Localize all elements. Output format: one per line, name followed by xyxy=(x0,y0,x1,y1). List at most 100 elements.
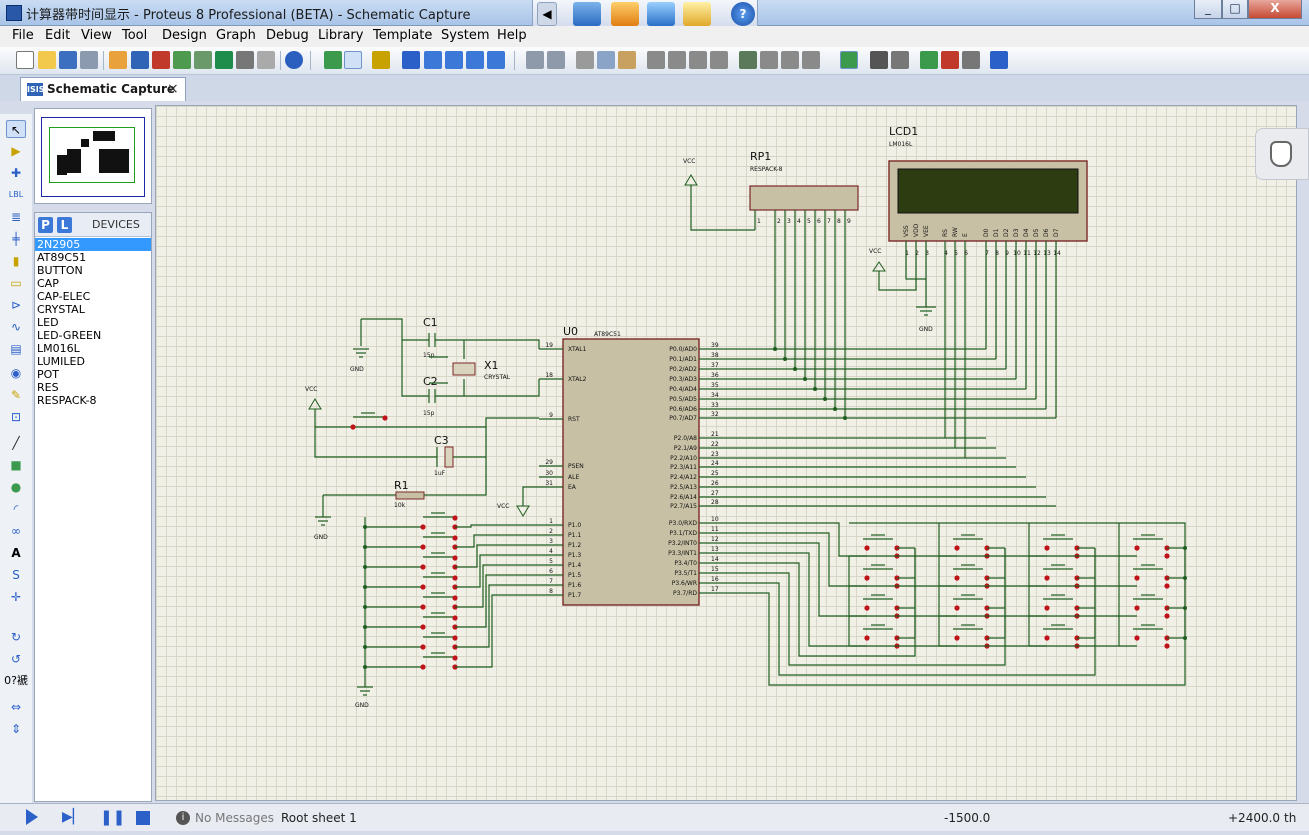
library-manager-button[interactable]: L xyxy=(57,217,72,233)
arc-icon[interactable]: ◜ xyxy=(13,502,19,516)
pause-button[interactable]: ❚❚ xyxy=(100,808,126,826)
ares-icon[interactable] xyxy=(152,51,170,69)
zoom-area-icon[interactable] xyxy=(487,51,505,69)
line-icon[interactable]: ╱ xyxy=(12,436,20,450)
copy-icon[interactable] xyxy=(597,51,615,69)
device-item[interactable]: LED xyxy=(37,316,59,329)
rotate-clockwise-icon[interactable]: ↻ xyxy=(10,630,22,644)
document-export-icon[interactable] xyxy=(683,2,711,26)
play-button[interactable] xyxy=(26,809,38,825)
block-rotate-icon[interactable] xyxy=(689,51,707,69)
exit-to-parent-icon[interactable] xyxy=(962,51,980,69)
menu-system[interactable]: System xyxy=(441,28,490,43)
text-script-icon[interactable]: ≣ xyxy=(10,210,22,224)
step-button[interactable]: ▶▏ xyxy=(62,809,84,825)
rotate-anticlockwise-icon[interactable]: ↺ xyxy=(10,652,22,666)
origin-icon[interactable] xyxy=(372,51,390,69)
tab-close-icon[interactable]: × xyxy=(167,81,179,97)
open-folder-icon[interactable] xyxy=(38,51,56,69)
hand-icon[interactable] xyxy=(611,2,639,26)
subcircuit-icon[interactable]: ▮ xyxy=(12,254,20,268)
generator-icon[interactable]: ◉ xyxy=(10,366,22,380)
component-mode-icon[interactable]: ▶ xyxy=(11,144,21,158)
menu-help[interactable]: Help xyxy=(497,28,527,43)
pick-device-icon[interactable] xyxy=(739,51,757,69)
package-tool-icon[interactable] xyxy=(781,51,799,69)
device-item[interactable]: CAP xyxy=(37,277,59,290)
back-arrow-icon[interactable]: ◀ xyxy=(537,2,557,26)
home-icon[interactable] xyxy=(109,51,127,69)
zoom-in-icon[interactable] xyxy=(424,51,442,69)
block-delete-icon[interactable] xyxy=(710,51,728,69)
source-code-icon[interactable] xyxy=(236,51,254,69)
terminals-icon[interactable]: ▭ xyxy=(10,276,22,290)
maximize-button[interactable]: □ xyxy=(1222,0,1248,19)
pan-icon[interactable] xyxy=(402,51,420,69)
symbol-icon[interactable]: S xyxy=(12,568,20,582)
search-tag-icon[interactable] xyxy=(870,51,888,69)
make-device-icon[interactable] xyxy=(760,51,778,69)
menu-debug[interactable]: Debug xyxy=(266,28,309,43)
device-item[interactable]: LM016L xyxy=(37,342,80,355)
save-icon[interactable] xyxy=(59,51,77,69)
selection-mode-icon[interactable]: ↖ xyxy=(6,120,26,138)
zoom-out-icon[interactable] xyxy=(445,51,463,69)
block-move-icon[interactable] xyxy=(668,51,686,69)
menu-tool[interactable]: Tool xyxy=(122,28,148,43)
overview-window[interactable] xyxy=(34,108,152,204)
graph-mode-icon[interactable]: ∿ xyxy=(10,320,22,334)
wire-label-icon[interactable]: LBL xyxy=(8,190,24,199)
marker-icon[interactable]: ✛ xyxy=(10,590,22,604)
device-pins-icon[interactable]: ⊳ xyxy=(10,298,22,312)
remove-sheet-icon[interactable] xyxy=(941,51,959,69)
device-item[interactable]: POT xyxy=(37,368,60,381)
undo-icon[interactable] xyxy=(526,51,544,69)
menu-library[interactable]: Library xyxy=(318,28,364,43)
rotation-angle-field[interactable]: 0?褫 xyxy=(4,674,28,687)
text-icon[interactable]: A xyxy=(11,546,21,560)
zoom-all-icon[interactable] xyxy=(466,51,484,69)
tape-recorder-icon[interactable]: ▤ xyxy=(10,342,22,356)
block-copy-icon[interactable] xyxy=(647,51,665,69)
redo-icon[interactable] xyxy=(547,51,565,69)
decompose-icon[interactable] xyxy=(802,51,820,69)
junction-dot-icon[interactable]: ✚ xyxy=(10,166,22,180)
circle-icon[interactable]: ● xyxy=(10,480,22,494)
menu-edit[interactable]: Edit xyxy=(45,28,71,43)
virtual-instruments-icon[interactable]: ⊡ xyxy=(10,410,22,424)
tab-schematic-capture[interactable]: ISIS Schematic Capture × xyxy=(20,77,186,101)
wire-autorouter-icon[interactable] xyxy=(840,51,858,69)
refresh-icon[interactable] xyxy=(324,51,342,69)
minimize-button[interactable]: _ xyxy=(1194,0,1222,19)
menu-design[interactable]: Design xyxy=(162,28,207,43)
voltage-probe-icon[interactable]: ✎ xyxy=(10,388,22,402)
pick-devices-button[interactable]: P xyxy=(38,217,53,233)
box-icon[interactable]: ■ xyxy=(10,458,22,472)
mirror-vertical-icon[interactable]: ⇕ xyxy=(10,722,22,736)
isis-icon[interactable] xyxy=(131,51,149,69)
menu-graph[interactable]: Graph xyxy=(216,28,256,43)
device-item[interactable]: LUMILED xyxy=(37,355,85,368)
menu-template[interactable]: Template xyxy=(373,28,433,43)
3d-viewer-icon[interactable] xyxy=(173,51,191,69)
help-icon[interactable] xyxy=(285,51,303,69)
device-item[interactable]: CAP-ELEC xyxy=(37,290,91,303)
stop-button[interactable] xyxy=(136,811,150,825)
device-item[interactable]: 2N2905 xyxy=(35,238,151,251)
menu-view[interactable]: View xyxy=(81,28,112,43)
close-button[interactable]: X xyxy=(1248,0,1302,19)
electrical-rule-check-icon[interactable] xyxy=(990,51,1008,69)
device-item[interactable]: RESPACK-8 xyxy=(37,394,97,407)
path-icon[interactable]: ∞ xyxy=(11,524,21,538)
user-check-icon[interactable] xyxy=(573,2,601,26)
property-tool-icon[interactable] xyxy=(891,51,909,69)
side-panel-handle[interactable] xyxy=(1255,128,1309,180)
gerber-icon[interactable] xyxy=(194,51,212,69)
close-project-icon[interactable] xyxy=(80,51,98,69)
device-item[interactable]: RES xyxy=(37,381,59,394)
messages-status[interactable]: No Messages xyxy=(195,811,274,825)
new-sheet-icon[interactable] xyxy=(920,51,938,69)
